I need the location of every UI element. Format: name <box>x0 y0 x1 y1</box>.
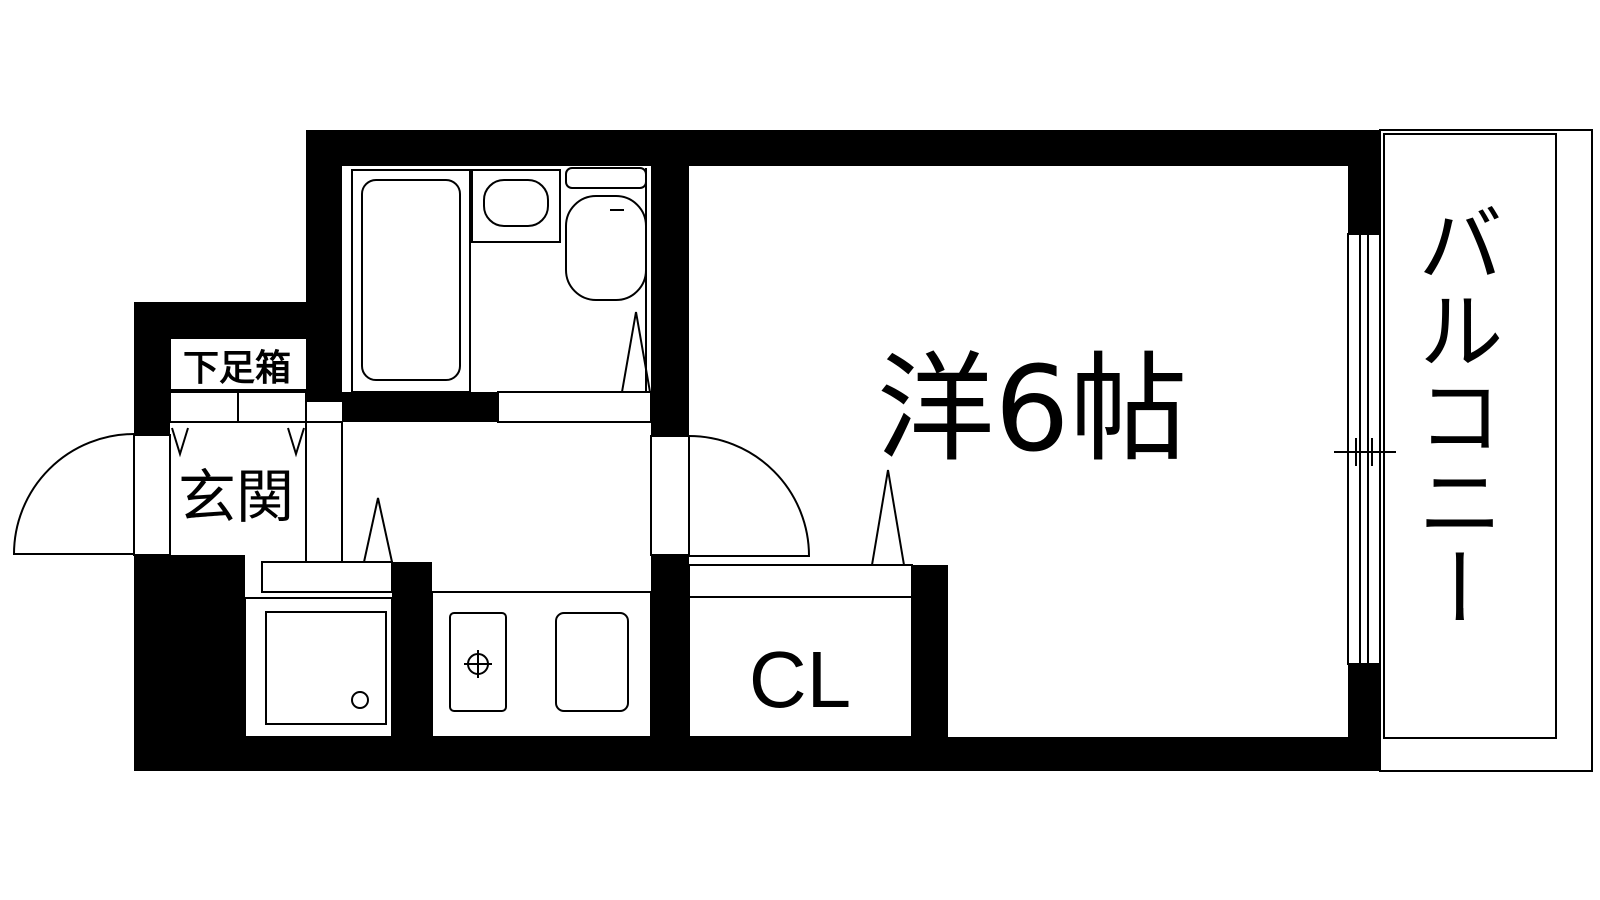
entrance-label: 玄関 <box>178 463 294 531</box>
wall-left-bottom <box>134 555 170 771</box>
bathtub <box>351 169 471 393</box>
balcony-window <box>1334 233 1396 665</box>
washing-machine-pan <box>244 561 393 738</box>
wall-room-divider-top <box>651 130 689 436</box>
wall-right-lower <box>1348 664 1380 771</box>
shoe-box-label: 下足箱 <box>183 348 291 389</box>
bath-doorway <box>497 391 652 423</box>
wall-right-upper <box>1348 130 1380 234</box>
entrance-step <box>305 421 343 563</box>
closet-label: CL <box>749 635 851 724</box>
toilet <box>565 167 647 392</box>
kitchen-door-marker <box>363 497 393 563</box>
shoe-box <box>169 337 317 458</box>
exterior-walls <box>134 130 1380 771</box>
wall-room-divider-bottom <box>651 555 689 771</box>
balcony <box>1379 129 1593 772</box>
closet <box>688 469 913 738</box>
wall-storage-block <box>170 555 245 737</box>
wall-left-upper <box>306 130 342 402</box>
washbasin <box>471 169 561 243</box>
room-door <box>650 435 811 557</box>
wall-top <box>306 130 1352 166</box>
balcony-label: バルコニー <box>1402 200 1502 630</box>
kitchen-counter <box>431 591 652 738</box>
wall-bath-kitchen <box>342 392 498 422</box>
wall-closet-right <box>912 565 948 737</box>
bath-door-marker <box>621 311 651 393</box>
entrance-door <box>12 433 171 556</box>
wall-left-lower <box>134 302 170 435</box>
western-room-label: 洋6帖 <box>876 340 1187 478</box>
wall-laundry-right <box>392 562 432 737</box>
wall-bottom <box>134 737 1352 771</box>
